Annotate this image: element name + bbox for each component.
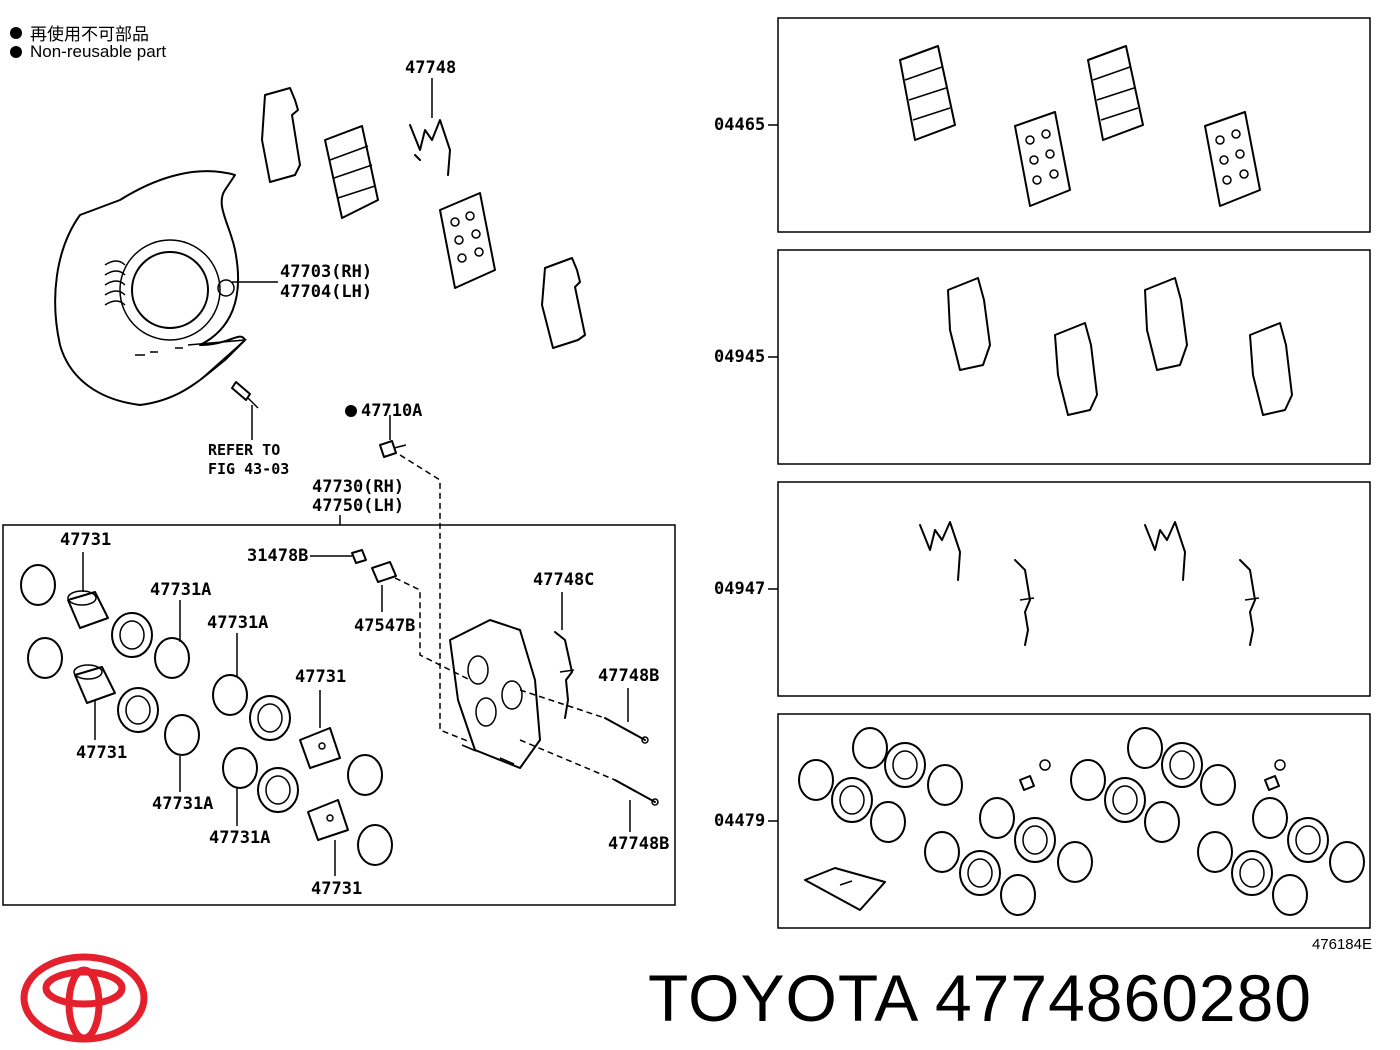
- label-47710A: 47710A: [345, 401, 422, 421]
- kit-04479-seals: [798, 727, 1365, 916]
- non-reusable-icon: [345, 405, 357, 417]
- pistons: [67, 590, 349, 841]
- label-47731A-3: 47731A: [152, 794, 214, 814]
- kit-04945-shims: [947, 277, 1293, 416]
- label-47731-bottom: 47731: [311, 879, 363, 899]
- bullet-icon: [10, 26, 22, 39]
- dust-shield: [54, 170, 248, 406]
- label-47750: 47750(LH): [312, 496, 405, 516]
- label-47710A-text: 47710A: [361, 401, 423, 421]
- kit-box-04465: [777, 17, 1371, 233]
- legend-en-text: Non-reusable part: [30, 42, 167, 61]
- pad-upper: [324, 125, 379, 219]
- label-31478B: 31478B: [247, 546, 309, 566]
- shim-right: [541, 257, 586, 349]
- label-47731-mid: 47731: [295, 667, 347, 687]
- kit-box-04947: [777, 481, 1371, 697]
- kit-box-04945: [777, 249, 1371, 465]
- caliper-assembly-box: [2, 524, 676, 906]
- toyota-logo-icon: [20, 953, 148, 1043]
- leader-lines: [82, 552, 631, 876]
- brand-part-number: TOYOTA 4774860280: [648, 961, 1313, 1035]
- label-47731A-1: 47731A: [150, 580, 212, 600]
- label-47731-left: 47731: [76, 743, 128, 763]
- dust-boots: [111, 612, 299, 813]
- piston-seal-rings: [20, 564, 393, 866]
- anti-rattle-clip: [409, 119, 451, 176]
- bullet-icon: [10, 46, 22, 58]
- mounting-bolt: [379, 440, 407, 458]
- legend-jp-text: 再使用不可部品: [30, 25, 149, 44]
- kit-04947-clips: [919, 521, 1260, 646]
- kit-code-04947: 04947: [714, 579, 766, 599]
- label-fig-43-03: FIG 43-03: [208, 460, 290, 478]
- kit-code-04945: 04945: [714, 347, 766, 367]
- pad-spring: [554, 631, 575, 719]
- legend-jp: 再使用不可部品: [10, 20, 149, 45]
- kit-code-04479: 04479: [714, 811, 766, 831]
- label-47748B-1: 47748B: [598, 666, 660, 686]
- legend-en: Non-reusable part: [10, 42, 166, 62]
- illustration-code: 476184E: [1311, 936, 1372, 953]
- label-47748C: 47748C: [533, 570, 595, 590]
- label-refer-to: REFER TO: [208, 441, 281, 459]
- label-47731A-2: 47731A: [207, 613, 269, 633]
- label-47748: 47748: [405, 58, 457, 78]
- bolt: [231, 381, 259, 409]
- label-47703: 47703(RH): [280, 262, 373, 282]
- pad-backplate: [439, 192, 496, 289]
- label-47547B: 47547B: [354, 616, 416, 636]
- pad-pins: [604, 717, 659, 806]
- caliper-body: [449, 619, 541, 769]
- kit-code-04465: 04465: [714, 115, 766, 135]
- label-47748B-2: 47748B: [608, 834, 670, 854]
- label-47704: 47704(LH): [280, 282, 373, 302]
- bleeder-plug: [351, 549, 397, 583]
- label-47731A-4: 47731A: [209, 828, 271, 848]
- label-47730: 47730(RH): [312, 477, 405, 497]
- shim-upper-left: [261, 87, 301, 183]
- kit-box-04479: [777, 713, 1371, 929]
- label-47731-top: 47731: [60, 530, 112, 550]
- kit-04465-pads: [899, 45, 1261, 207]
